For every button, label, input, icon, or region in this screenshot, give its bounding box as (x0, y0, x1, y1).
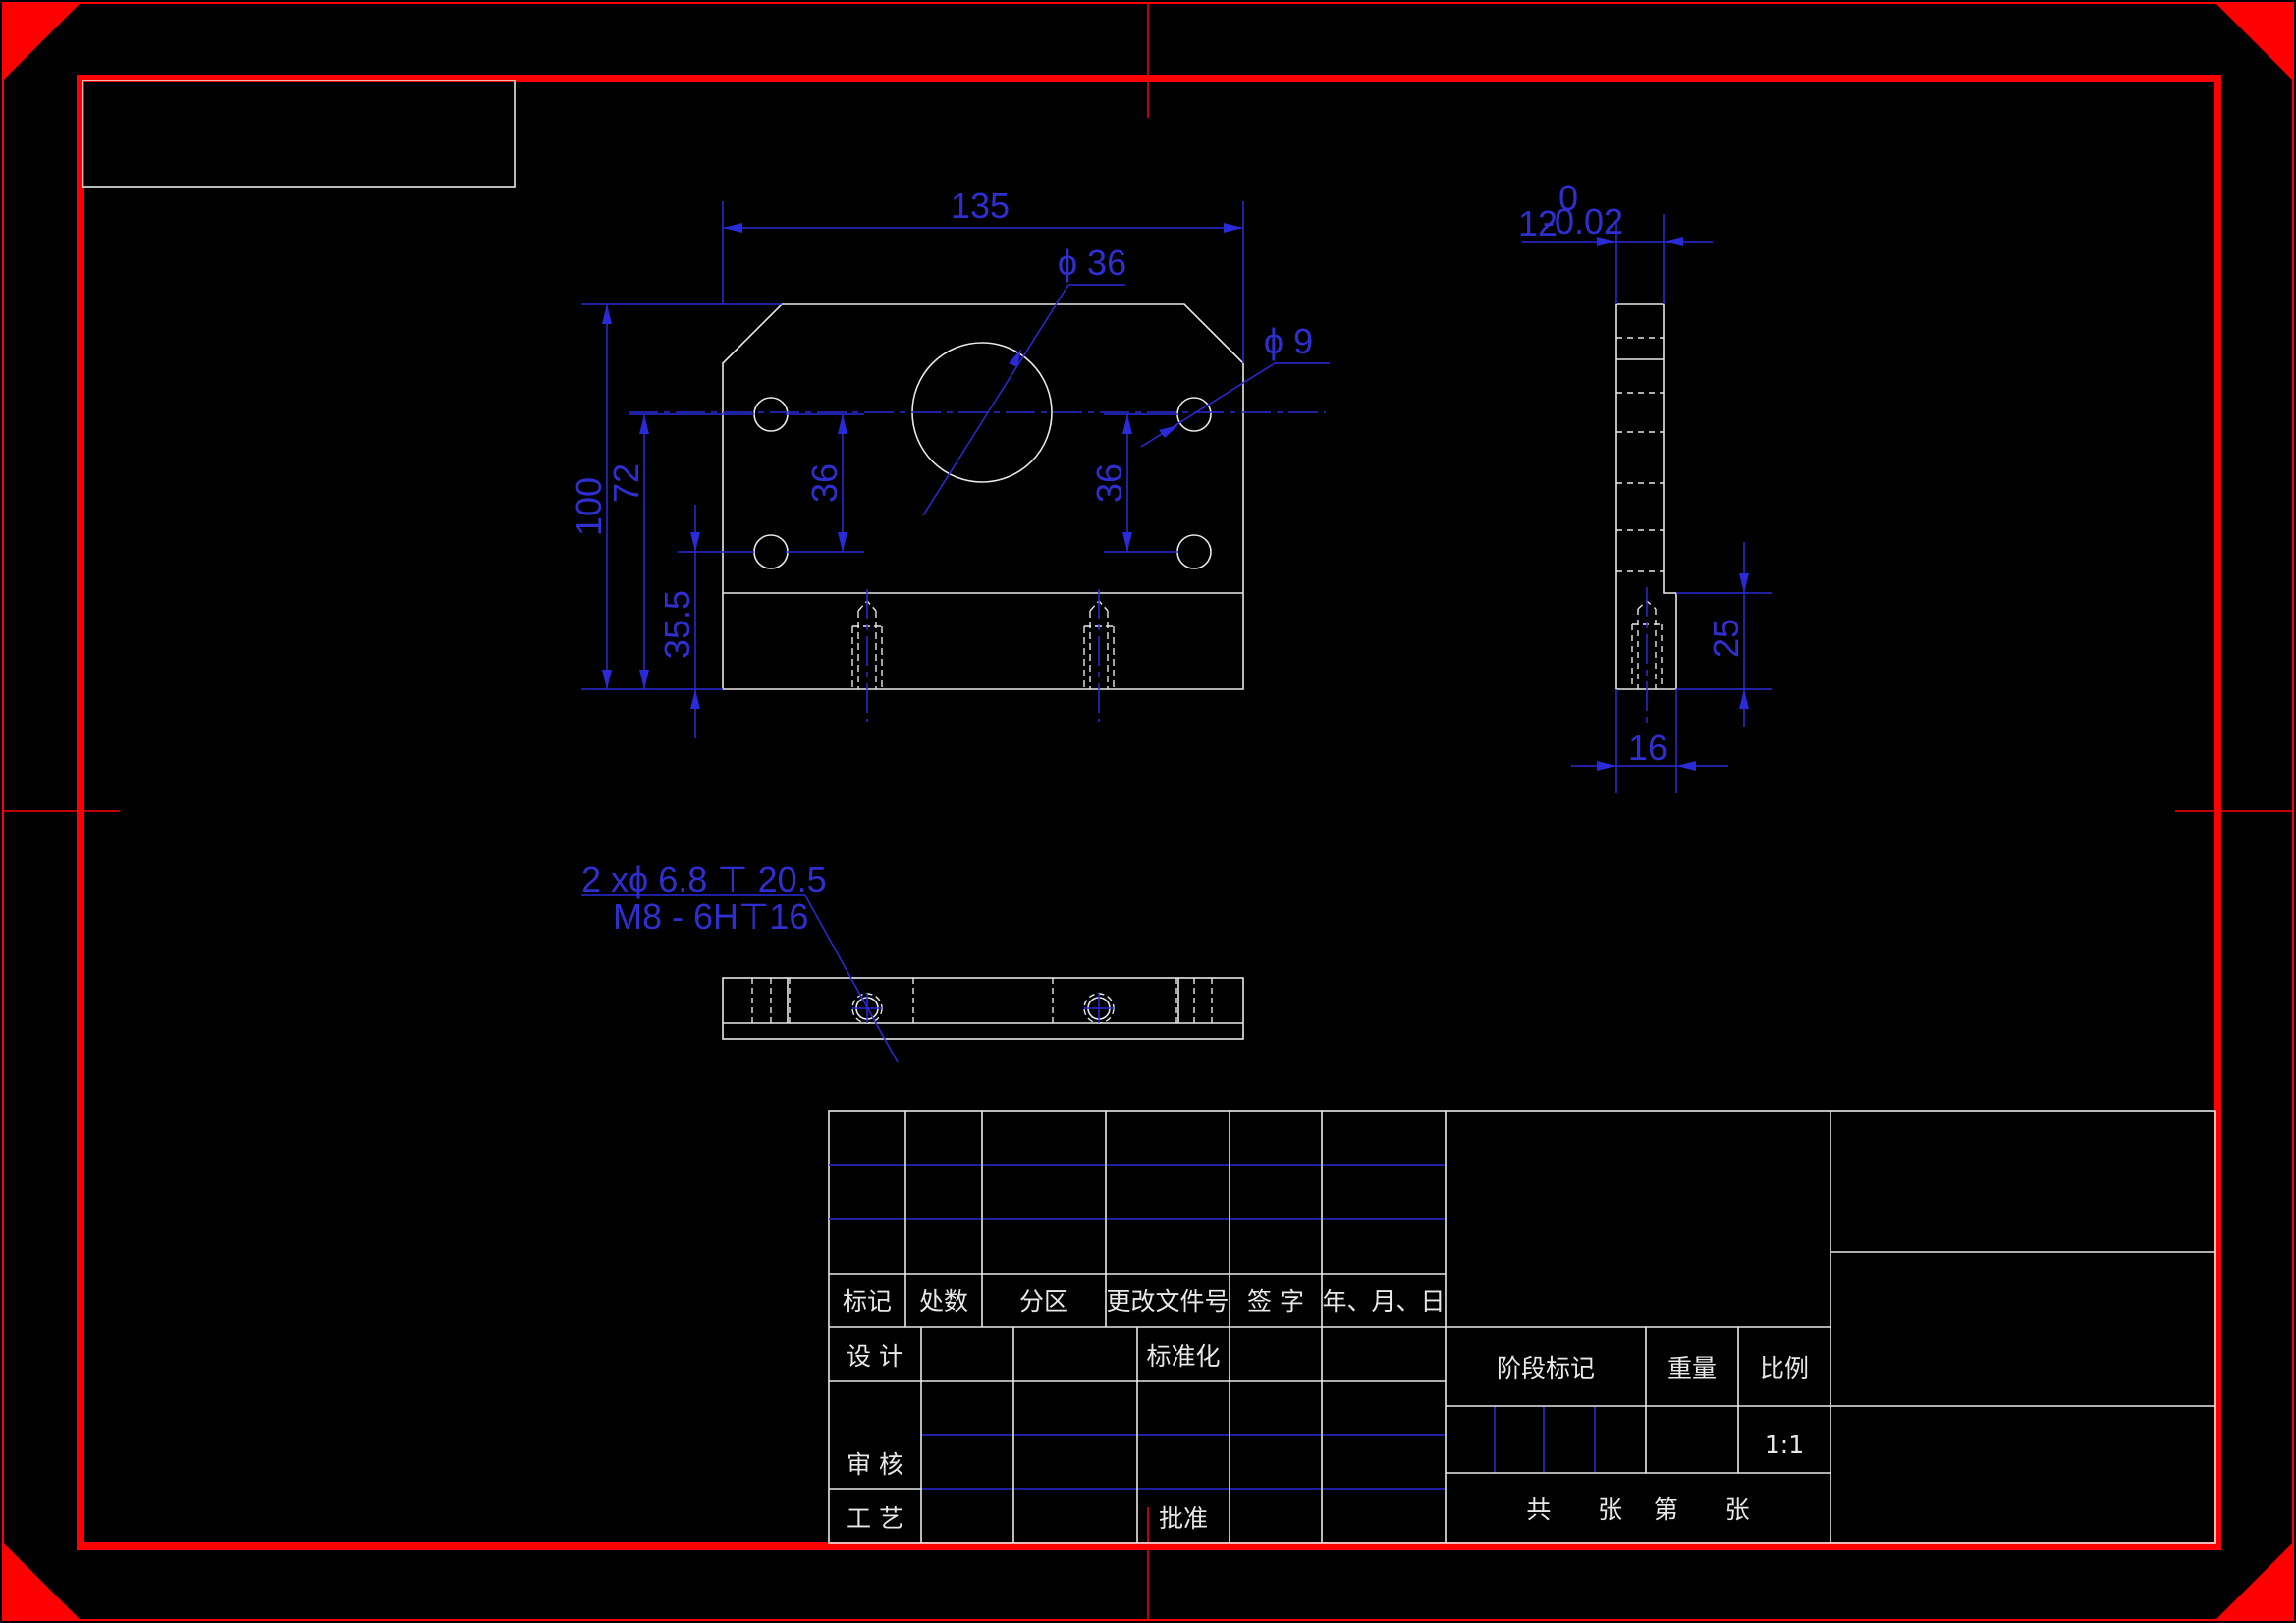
dim-bore-dia: ϕ 36 (1058, 243, 1126, 283)
tb-stage-mark: 阶段标记 (1497, 1354, 1595, 1382)
dim-height-holes: 72 (606, 463, 646, 503)
hole-9-bl (753, 534, 789, 569)
title-block: 标记 处数 分区 更改文件号 签 字 年、月、日 设 计 标准化 审 核 工 艺… (828, 1110, 2216, 1544)
tb-header-change-doc: 更改文件号 (1106, 1287, 1229, 1316)
tb-design: 设 计 (847, 1342, 903, 1371)
dim-lower-hole: 35.5 (657, 590, 697, 659)
corner-mark-tr (2215, 3, 2293, 81)
dim-hole-spacing-right: 36 (1089, 463, 1129, 503)
dim-tol-lower: -0.02 (1543, 201, 1623, 242)
dim-hole-spacing-left: 36 (804, 463, 845, 503)
tb-review: 审 核 (847, 1450, 903, 1479)
tb-header-signature: 签 字 (1247, 1287, 1304, 1316)
tb-standardization: 标准化 (1146, 1342, 1220, 1371)
tb-weight: 重量 (1667, 1354, 1717, 1382)
corner-mark-tl (3, 3, 81, 81)
tb-process: 工 艺 (847, 1504, 903, 1533)
dim-tol-upper: 0 (1558, 178, 1578, 218)
tb-sheets: 共 张 第 张 (1526, 1495, 1749, 1524)
thread-note-line2: M8 - 6H⊤16 (613, 896, 808, 937)
dim-side-width: 16 (1628, 728, 1667, 768)
dim-side-step: 25 (1706, 619, 1746, 658)
side-view: 12 0 -0.02 25 16 (1518, 178, 1772, 793)
corner-mark-bl (3, 1542, 81, 1620)
hole-9-br (1176, 534, 1212, 569)
corner-mark-br (2215, 1542, 2293, 1620)
dim-side-thickness: 12 (1518, 203, 1558, 243)
tb-scale: 1:1 (1765, 1431, 1804, 1459)
tb-header-zone: 分区 (1019, 1287, 1068, 1316)
front-view: 135 ϕ 36 ϕ 9 100 72 35.5 36 36 (569, 186, 1330, 738)
tb-header-mark: 标记 (843, 1287, 892, 1316)
dim-height: 100 (569, 477, 609, 536)
dim-hole-dia: ϕ 9 (1264, 321, 1313, 361)
tb-scale-label: 比例 (1760, 1354, 1809, 1382)
tb-header-count: 处数 (919, 1287, 968, 1316)
hole-9-tl (753, 397, 789, 432)
top-view: 2 xϕ 6.8 ⊤ 20.5 M8 - 6H⊤16 (581, 859, 1244, 1063)
dim-width: 135 (951, 186, 1010, 226)
tb-approve: 批准 (1159, 1504, 1208, 1533)
tb-header-date: 年、月、日 (1322, 1287, 1445, 1316)
thread-note-line1: 2 xϕ 6.8 ⊤ 20.5 (581, 859, 827, 899)
